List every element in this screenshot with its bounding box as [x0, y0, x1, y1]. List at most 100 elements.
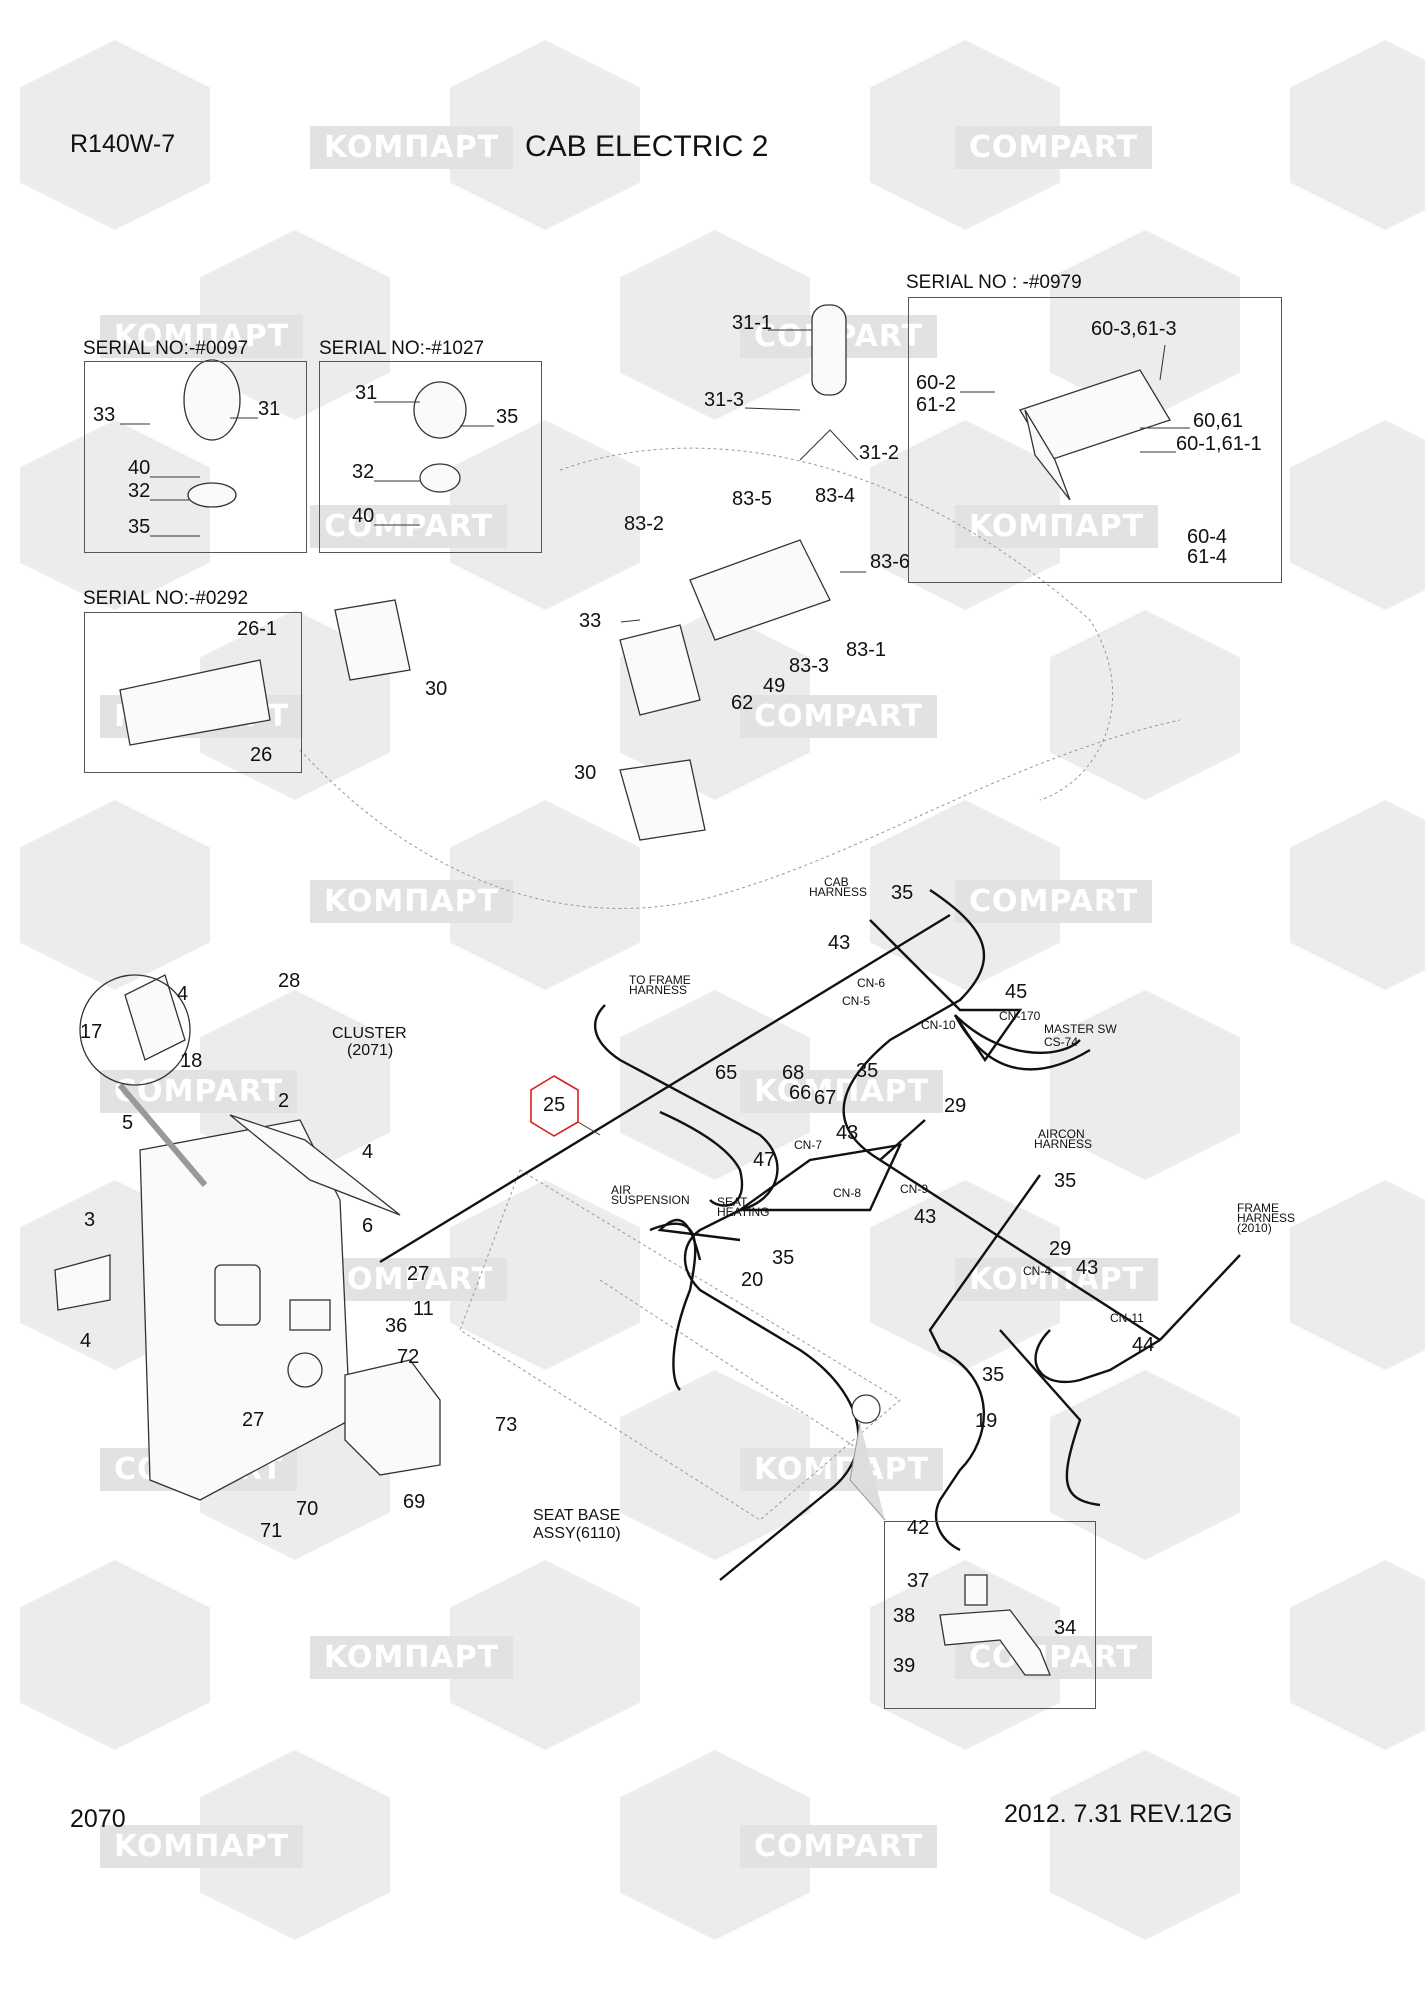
part-callout[interactable]: 73 — [495, 1414, 518, 1436]
part-callout[interactable]: 35 — [856, 1060, 879, 1082]
part-callout[interactable]: 83-1 — [846, 639, 887, 661]
part-callout[interactable]: 31 — [355, 382, 378, 404]
beacon-base-1027 — [419, 463, 461, 493]
part-callout[interactable]: 71 — [260, 1520, 283, 1542]
part-callout[interactable]: 29 — [1049, 1238, 1072, 1260]
part-callout[interactable]: 27 — [242, 1409, 265, 1431]
part-callout[interactable]: 4 — [80, 1330, 92, 1352]
switch-bracket — [939, 1609, 1051, 1676]
part-callout[interactable]: 65 — [715, 1062, 738, 1084]
part-callout[interactable]: 32 — [352, 461, 375, 483]
part-callout[interactable]: 35 — [891, 882, 914, 904]
part-callout[interactable]: 44 — [1132, 1334, 1155, 1356]
harness-19 — [928, 1174, 1041, 1552]
part-callout[interactable]: 70 — [296, 1498, 319, 1520]
part-callout[interactable]: 69 — [403, 1491, 426, 1513]
part-callout[interactable]: 26-1 — [237, 618, 278, 640]
watermark-text: KOMПАРТ — [100, 315, 304, 358]
cab-harness-label: HARNESS — [809, 885, 868, 899]
part-callout[interactable]: 83-2 — [624, 513, 665, 535]
part-callout[interactable]: 36 — [385, 1315, 408, 1337]
watermark-text: COMPART — [955, 126, 1153, 169]
part-callout[interactable]: 45 — [1005, 981, 1028, 1003]
part-callout[interactable]: 43 — [836, 1122, 859, 1144]
part-callout[interactable]: 47 — [753, 1149, 776, 1171]
part-callout[interactable]: 33 — [93, 404, 116, 426]
part-callout[interactable]: 35 — [496, 406, 519, 428]
part-callout[interactable]: 60-3,61-3 — [1091, 318, 1177, 340]
part-callout[interactable]: 4 — [362, 1141, 374, 1163]
part-callout[interactable]: 60-1,61-1 — [1176, 433, 1262, 455]
part-callout[interactable]: 35 — [1054, 1170, 1077, 1192]
part-callout[interactable]: 61-2 — [916, 394, 957, 416]
part-callout[interactable]: 67 — [814, 1087, 837, 1109]
component-drawings — [54, 304, 1171, 1676]
part-callout[interactable]: 61-4 — [1187, 546, 1228, 568]
part-callout[interactable]: 43 — [914, 1206, 937, 1228]
page-number: 2070 — [70, 1805, 126, 1833]
part-callout[interactable]: 31 — [258, 398, 281, 420]
part-callout[interactable]: 43 — [1076, 1257, 1099, 1279]
part-callout[interactable]: 49 — [763, 675, 786, 697]
part-callout[interactable]: 39 — [893, 1655, 916, 1677]
part-callout[interactable]: 83-5 — [732, 488, 773, 510]
part-callout[interactable]: 4 — [177, 983, 189, 1005]
part-callout[interactable]: 30 — [574, 762, 597, 784]
part-callout[interactable]: 28 — [278, 970, 301, 992]
part-callout[interactable]: 3 — [84, 1209, 96, 1231]
part-callout[interactable]: 83-6 — [870, 551, 911, 573]
part-callout[interactable]: 60-4 — [1187, 526, 1228, 548]
connector-label: CN-5 — [842, 994, 871, 1008]
highlighted-part-callout[interactable]: 25 — [543, 1094, 566, 1116]
part-callout[interactable]: 26 — [250, 744, 273, 766]
part-callout[interactable]: 60-2 — [916, 372, 957, 394]
part-callout[interactable]: 5 — [122, 1112, 134, 1134]
part-callout[interactable]: 40 — [128, 457, 151, 479]
part-callout[interactable]: 35 — [128, 516, 151, 538]
part-callout[interactable]: 60,61 — [1193, 410, 1244, 432]
part-callout[interactable]: 20 — [741, 1269, 764, 1291]
part-callout[interactable]: 27 — [407, 1263, 430, 1285]
connector-label: CN-4 — [1023, 1264, 1052, 1278]
serial-label: SERIAL NO : -#0979 — [906, 272, 1082, 293]
part-callout[interactable]: 31-1 — [732, 312, 773, 334]
part-callout[interactable]: 35 — [772, 1247, 795, 1269]
part-callout[interactable]: 18 — [180, 1050, 203, 1072]
beacon-lamp-top — [811, 304, 847, 396]
part-callout[interactable]: 11 — [413, 1298, 434, 1320]
connector-label: CN-10 — [921, 1018, 956, 1032]
connector-label: CN-7 — [794, 1138, 823, 1152]
part-callout[interactable]: 68 — [782, 1062, 805, 1084]
relay-bracket — [54, 1254, 111, 1311]
part-callout[interactable]: 31-2 — [859, 442, 900, 464]
part-callout[interactable]: 66 — [789, 1082, 812, 1104]
part-callout[interactable]: 31-3 — [704, 389, 745, 411]
part-callout[interactable]: 34 — [1054, 1617, 1077, 1639]
part-callout[interactable]: 32 — [128, 480, 151, 502]
detail-pointer — [117, 1083, 208, 1187]
part-callout[interactable]: 30 — [425, 678, 448, 700]
part-callout[interactable]: 38 — [893, 1605, 916, 1627]
part-callout[interactable]: 42 — [907, 1517, 930, 1539]
beacon-base-0097 — [187, 482, 237, 508]
frame-harness-label: HARNESS — [1237, 1211, 1296, 1225]
part-callout[interactable]: 83-4 — [815, 485, 856, 507]
part-callout[interactable]: 83-3 — [789, 655, 830, 677]
leader-lines — [120, 329, 1190, 1136]
part-callout[interactable]: 33 — [579, 610, 602, 632]
connector-label: CN-9 — [900, 1182, 929, 1196]
part-callout[interactable]: 29 — [944, 1095, 967, 1117]
part-callout[interactable]: 43 — [828, 932, 851, 954]
inset-box-0097 — [84, 361, 307, 553]
part-callout[interactable]: 62 — [731, 692, 754, 714]
part-callout[interactable]: 6 — [362, 1215, 374, 1237]
part-callout[interactable]: 19 — [975, 1410, 998, 1432]
highlight-hexagon[interactable] — [530, 1075, 579, 1137]
part-callout[interactable]: 17 — [80, 1021, 103, 1043]
part-callout[interactable]: 72 — [397, 1346, 420, 1368]
part-callout[interactable]: 35 — [982, 1364, 1005, 1386]
part-callout[interactable]: 40 — [352, 505, 375, 527]
detail-callout-circle — [851, 1394, 881, 1424]
part-callout[interactable]: 2 — [278, 1090, 290, 1112]
part-callout[interactable]: 37 — [907, 1570, 930, 1592]
